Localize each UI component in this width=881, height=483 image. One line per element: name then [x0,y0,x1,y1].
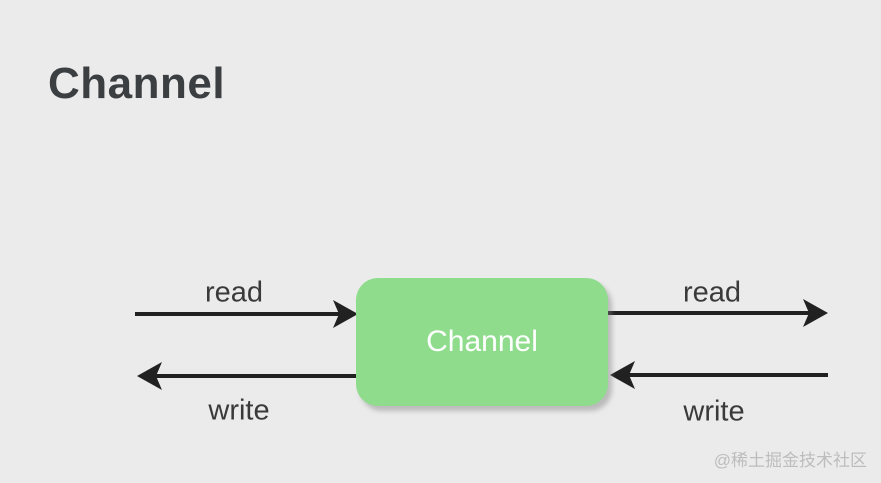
left-write-arrow [137,362,356,390]
right-read-arrow [608,299,828,327]
channel-node-label: Channel [426,325,538,358]
left-read-arrow [135,300,358,328]
left-read-label: read [204,276,264,309]
right-write-arrow [610,361,828,389]
right-write-label: write [683,395,745,428]
page-title: Channel [48,59,226,109]
right-read-label: read [682,276,742,309]
left-write-label: write [208,394,270,427]
watermark: @稀土掘金技术社区 [713,451,867,470]
channel-node: Channel [356,278,608,406]
